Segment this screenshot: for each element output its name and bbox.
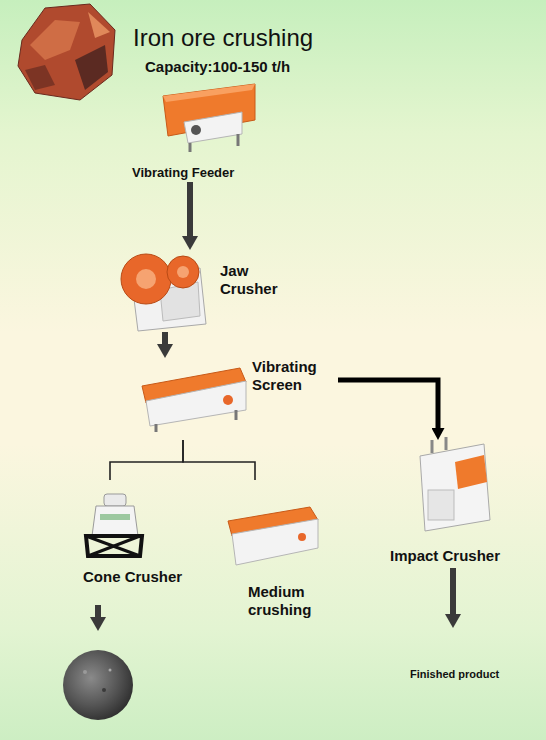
machine-label: Vibrating Screen [252,358,338,394]
machine-label: Finished product [410,668,520,681]
cone-crusher-machine [86,494,142,556]
machine-node: Vibrating Feeder [130,85,260,182]
machine-node: Medium crushing [225,480,335,615]
flow-arrow [183,440,255,480]
iron-ore-rock [18,4,115,100]
machine-node: Cone Crusher [78,480,203,587]
flow-arrow [187,182,193,236]
machine-node: Jaw Crusher [118,250,296,332]
capacity-label: Capacity:100-150 t/h [145,58,345,76]
jaw-crusher-machine [121,254,206,331]
machine-label: Cone Crusher [83,568,203,586]
flow-arrow [450,568,456,614]
screen-machine [142,368,246,432]
machine-label: Vibrating Feeder [132,165,258,181]
impact-crusher-machine [420,437,490,531]
product-arrow [90,605,106,631]
machine-label: Medium crushing [248,583,330,619]
flow-arrow [162,332,168,344]
flow-arrow [338,380,438,428]
machine-label: Impact Crusher [390,547,540,565]
feeder-machine [163,84,255,152]
flow-arrow [110,440,183,480]
gravel-pile [63,650,133,720]
machine-node: Vibrating Screen [138,358,338,440]
machine-node: Finished product [400,628,520,684]
machine-node: Impact Crusher [385,440,545,568]
diagram-title: Iron ore crushing [133,24,433,53]
medium-screen-machine [228,507,318,565]
machine-label: Jaw Crusher [220,262,292,298]
